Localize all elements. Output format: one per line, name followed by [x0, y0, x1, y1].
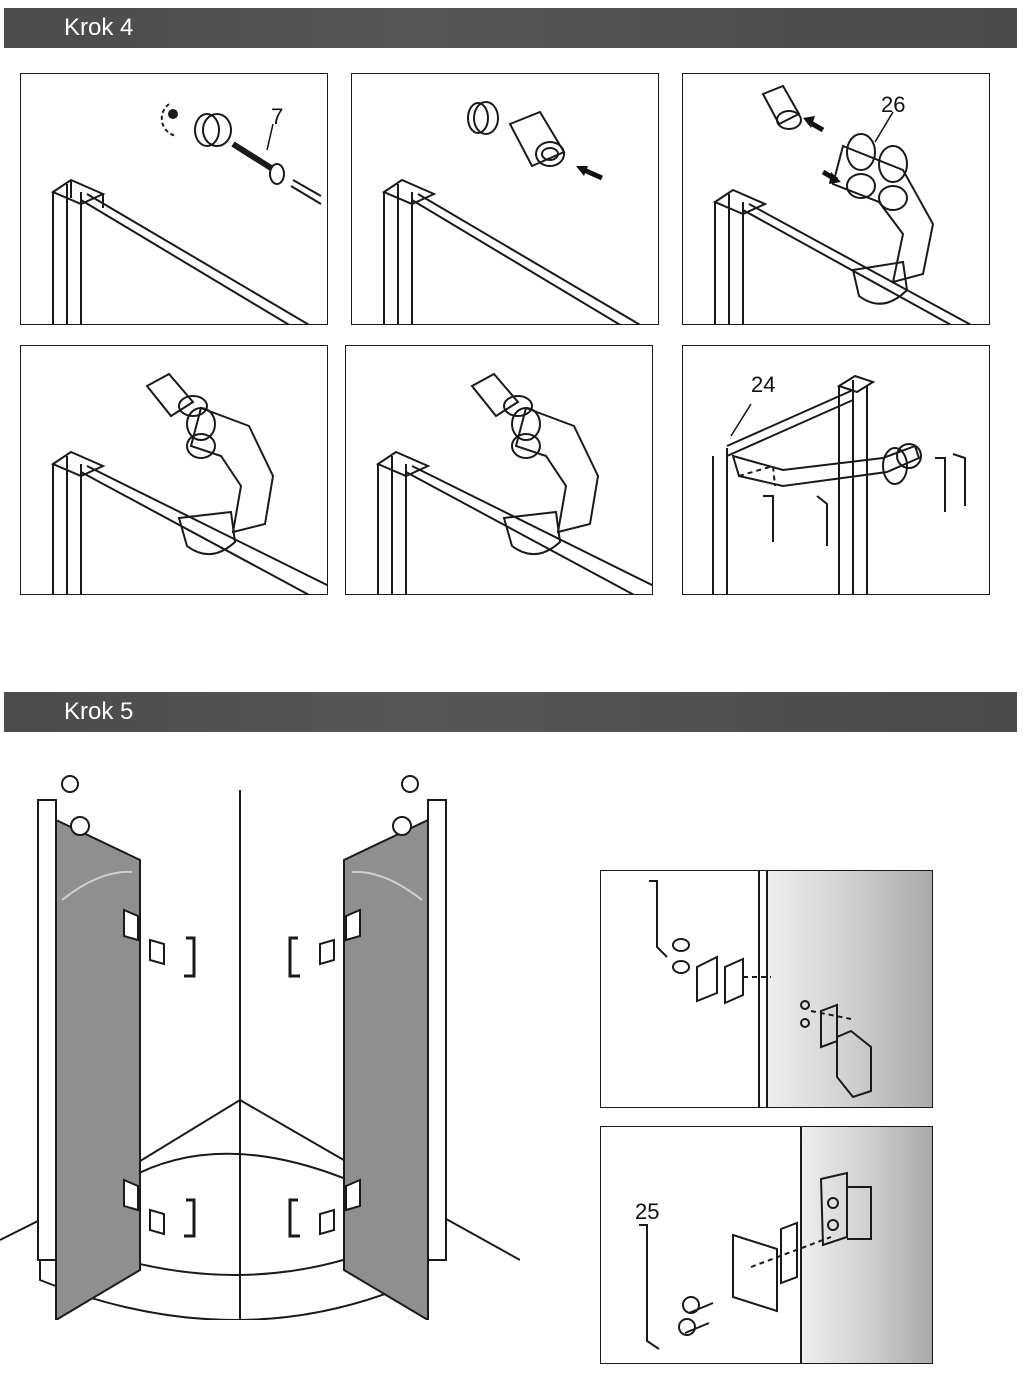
support-arm-illustration: 26	[712, 84, 972, 324]
step-5-title: Krok 5	[64, 698, 134, 725]
callout-26: 26	[881, 92, 905, 117]
step4-panel-5	[345, 345, 653, 595]
callout-24: 24	[751, 372, 775, 397]
step5-detail-2: 25	[600, 1126, 933, 1364]
hex-key-tightening-illustration: 24	[712, 372, 966, 594]
step4-panel-3: 26	[682, 73, 990, 325]
hinge-bracket-detail-illustration: 25	[635, 1127, 932, 1363]
hinge-plate-detail-illustration	[649, 871, 932, 1107]
wall-hole-marker	[168, 109, 178, 119]
callout-7: 7	[271, 104, 283, 129]
assembled-arm-illustration	[50, 372, 327, 594]
step-5-header: Krok 5	[4, 692, 1017, 732]
cover-cap-illustration	[381, 101, 641, 324]
shower-enclosure-illustration	[0, 775, 520, 1320]
step-4-header: Krok 4	[4, 8, 1017, 48]
direction-arrow	[582, 167, 604, 181]
right-door	[288, 775, 447, 1320]
step4-panel-4	[20, 345, 328, 595]
step4-panel-1: 7	[20, 73, 328, 325]
screw-insertion-illustration: 7	[50, 103, 322, 324]
step4-panel-6: 24	[682, 345, 990, 595]
step-4-title: Krok 4	[64, 14, 134, 41]
step5-detail-1	[600, 870, 933, 1108]
assembled-arm-illustration-2	[375, 372, 652, 594]
step4-panel-2	[351, 73, 659, 325]
left-door	[37, 775, 196, 1320]
callout-25: 25	[635, 1199, 659, 1224]
